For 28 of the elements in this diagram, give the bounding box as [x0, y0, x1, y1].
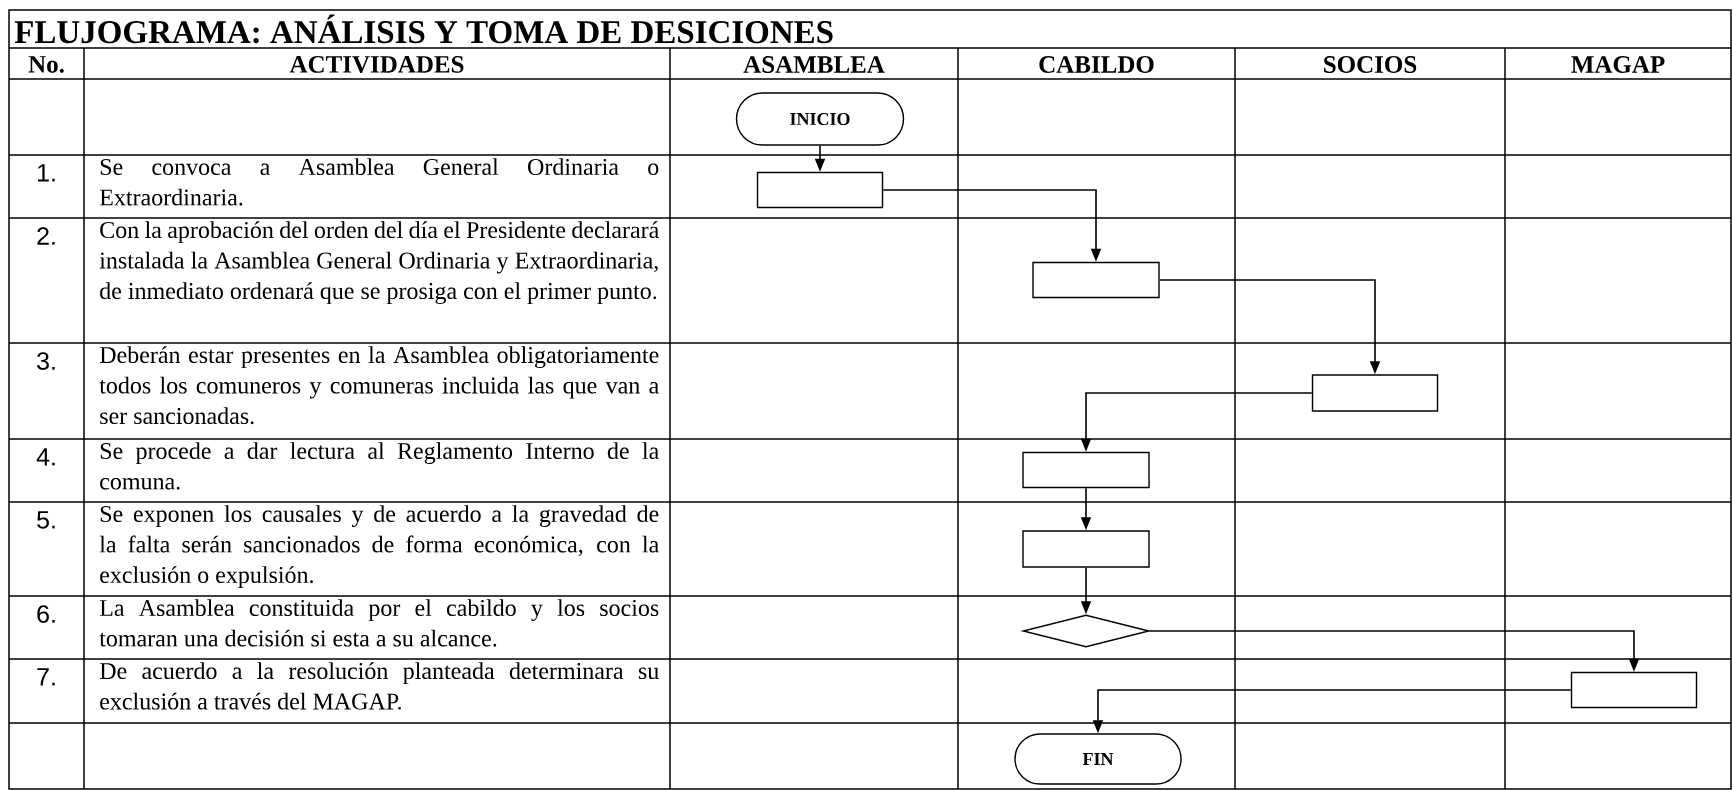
activity-text: Se convoca a Asamblea General Ordinaria o Extraordinaria.: [99, 158, 659, 206]
terminal-box: INICIO: [735, 92, 905, 146]
activity-text: La Asamblea constituida por el cabildo y los socios tomaran una decisión si esta a su alcance.: [99, 599, 659, 647]
process-box: [1022, 530, 1150, 568]
activity-text: De acuerdo a la resolución planteada determinara su exclusión a través del MAGAP.: [99, 662, 659, 710]
column-header: No.: [28, 56, 64, 73]
row-number: 4.: [36, 448, 55, 466]
activity-text: Se exponen los causales y de acuerdo a la gravedad de la falta serán sancionados de forma económica, con la exclusión o expulsión.: [99, 505, 659, 588]
row-number: 7.: [37, 668, 55, 686]
row-number: 5.: [37, 511, 55, 529]
activity-text: Con la aprobación del orden del día el Presidente declarará instalada la Asamblea General Ordinaria y Extraordinaria, de inmediato ordenará que se prosiga con el primer punto.: [99, 221, 659, 305]
process-box: [1022, 451, 1150, 489]
activity-text: Deberán estar presentes en la Asamblea obligatoriamente todos los comuneros y comuneras incluida las que van a ser sancionadas.: [99, 346, 659, 425]
column-header: SOCIOS: [1324, 56, 1417, 73]
process-box: [756, 171, 884, 209]
row-number: 2.: [37, 227, 55, 245]
process-box: [1311, 374, 1439, 412]
terminal-box: FIN: [1014, 733, 1182, 785]
process-box: [1570, 671, 1698, 709]
process-box: [1032, 261, 1160, 299]
column-header: CABILDO: [1039, 56, 1154, 73]
row-number: 3.: [37, 352, 55, 370]
table-title: FLUJOGRAMA: ANÁLISIS Y TOMA DE DESICIONES: [14, 14, 833, 44]
column-header: ACTIVIDADES: [289, 56, 464, 73]
row-number: 1.: [38, 164, 55, 182]
activity-text: Se procede a dar lectura al Reglamento Interno de la comuna.: [100, 442, 659, 490]
row-number: 6.: [37, 605, 55, 623]
column-header: MAGAP: [1571, 56, 1665, 73]
